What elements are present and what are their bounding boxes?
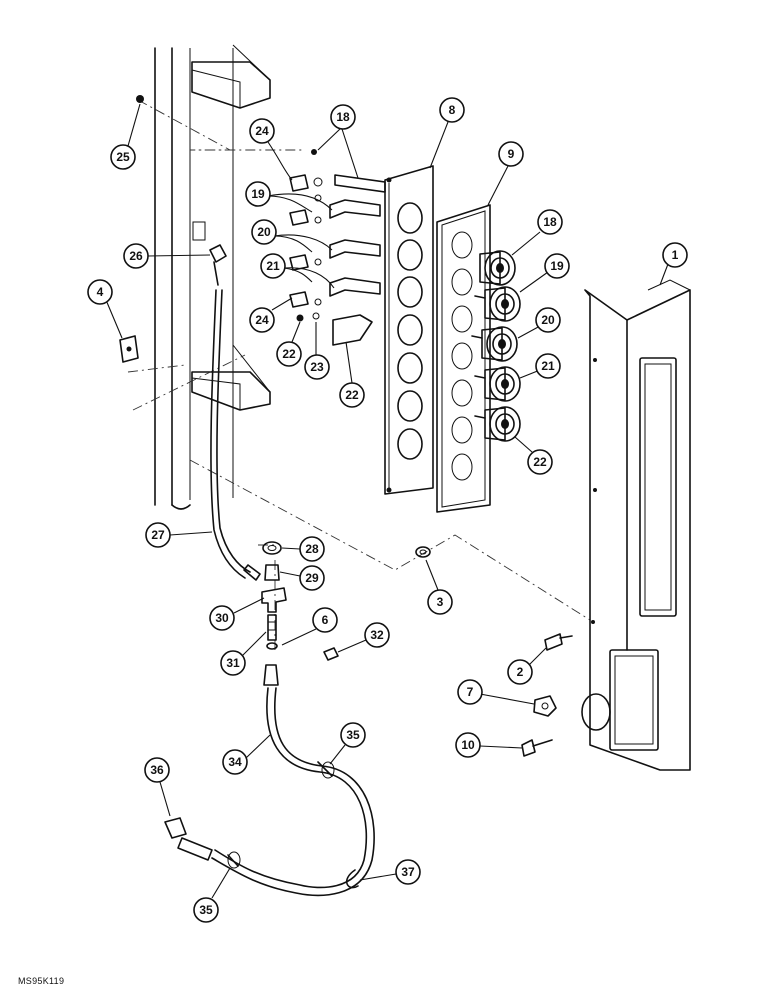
callout-1 [662, 242, 688, 268]
support-column [154, 44, 271, 510]
callout-label: 35 [199, 903, 213, 917]
callout-label: 36 [150, 763, 164, 777]
callout-24-bottom [249, 307, 275, 333]
callout-18-right [537, 209, 563, 235]
callout-7 [457, 679, 483, 705]
callout-22-left [276, 341, 302, 367]
callout-label: 6 [322, 613, 329, 627]
callout-22-right [527, 449, 553, 475]
callout-label: 21 [541, 359, 555, 373]
callout-26 [123, 243, 149, 269]
callout-25 [110, 144, 136, 170]
callout-label: 31 [226, 656, 240, 670]
callout-36 [144, 757, 170, 783]
callout-label: 24 [255, 124, 269, 138]
callout-18-top [330, 104, 356, 130]
callout-28 [299, 536, 325, 562]
callout-label: 24 [255, 313, 269, 327]
callout-label: 19 [251, 187, 265, 201]
callout-label: 26 [129, 249, 143, 263]
hose-34 [164, 664, 375, 897]
callout-label: 18 [336, 110, 350, 124]
callout-19-right [544, 253, 570, 279]
projection-lines [127, 99, 591, 650]
callout-23 [304, 354, 330, 380]
gasket [436, 204, 491, 513]
callout-label: 25 [116, 150, 130, 164]
callout-21-right [535, 353, 561, 379]
hose-clips-and-fittings [136, 95, 386, 346]
callout-label: 29 [305, 571, 319, 585]
callout-32 [364, 622, 390, 648]
clip-4 [119, 335, 139, 363]
callout-24-top [249, 118, 275, 144]
callout-label: 27 [151, 528, 165, 542]
callout-19-left [245, 181, 271, 207]
callout-label: 9 [508, 147, 515, 161]
callout-35-bottom [193, 897, 219, 923]
callout-label: 19 [550, 259, 564, 273]
callout-label: 8 [449, 103, 456, 117]
callout-label: 30 [215, 611, 229, 625]
callout-30 [209, 605, 235, 631]
callout-20-left [251, 219, 277, 245]
quick-couplers [471, 250, 521, 442]
callout-10 [455, 732, 481, 758]
callout-29 [299, 565, 325, 591]
callout-34 [222, 749, 248, 775]
callout-label: 7 [467, 685, 474, 699]
callout-9 [498, 141, 524, 167]
callout-27 [145, 522, 171, 548]
tee-fittings [261, 541, 339, 661]
callout-label: 21 [266, 259, 280, 273]
callout-label: 22 [282, 347, 296, 361]
callout-label: 20 [541, 313, 555, 327]
callout-label: 22 [533, 455, 547, 469]
callout-label-1: 1 [672, 248, 679, 262]
callout-3 [427, 589, 453, 615]
callout-label: 32 [370, 628, 384, 642]
callout-8 [439, 97, 465, 123]
callout-35-top [340, 722, 366, 748]
mounting-plate [384, 165, 434, 495]
callout-label: 22 [345, 388, 359, 402]
callout-20-right [535, 307, 561, 333]
callout-21-left [260, 253, 286, 279]
callout-label: 28 [305, 542, 319, 556]
callout-6 [312, 607, 338, 633]
drawing-code: MS95K119 [18, 976, 65, 986]
callout-22-mid [339, 382, 365, 408]
callouts: 1 2 3 4 6 7 8 9 10 18 [87, 97, 688, 923]
callout-4 [87, 279, 113, 305]
callout-2 [507, 659, 533, 685]
callout-label: 10 [461, 738, 475, 752]
hose-27 [209, 244, 261, 581]
callout-label: 35 [346, 728, 360, 742]
callout-label: 3 [437, 595, 444, 609]
callout-label: 2 [517, 665, 524, 679]
callout-label: 34 [228, 755, 242, 769]
callout-label: 37 [401, 865, 415, 879]
callout-label: 4 [97, 285, 104, 299]
panel-cover [581, 279, 691, 771]
callout-label: 18 [543, 215, 557, 229]
callout-31 [220, 650, 246, 676]
callout-37 [395, 859, 421, 885]
hardware [415, 546, 573, 757]
callout-label: 23 [310, 360, 324, 374]
callout-label: 20 [257, 225, 271, 239]
